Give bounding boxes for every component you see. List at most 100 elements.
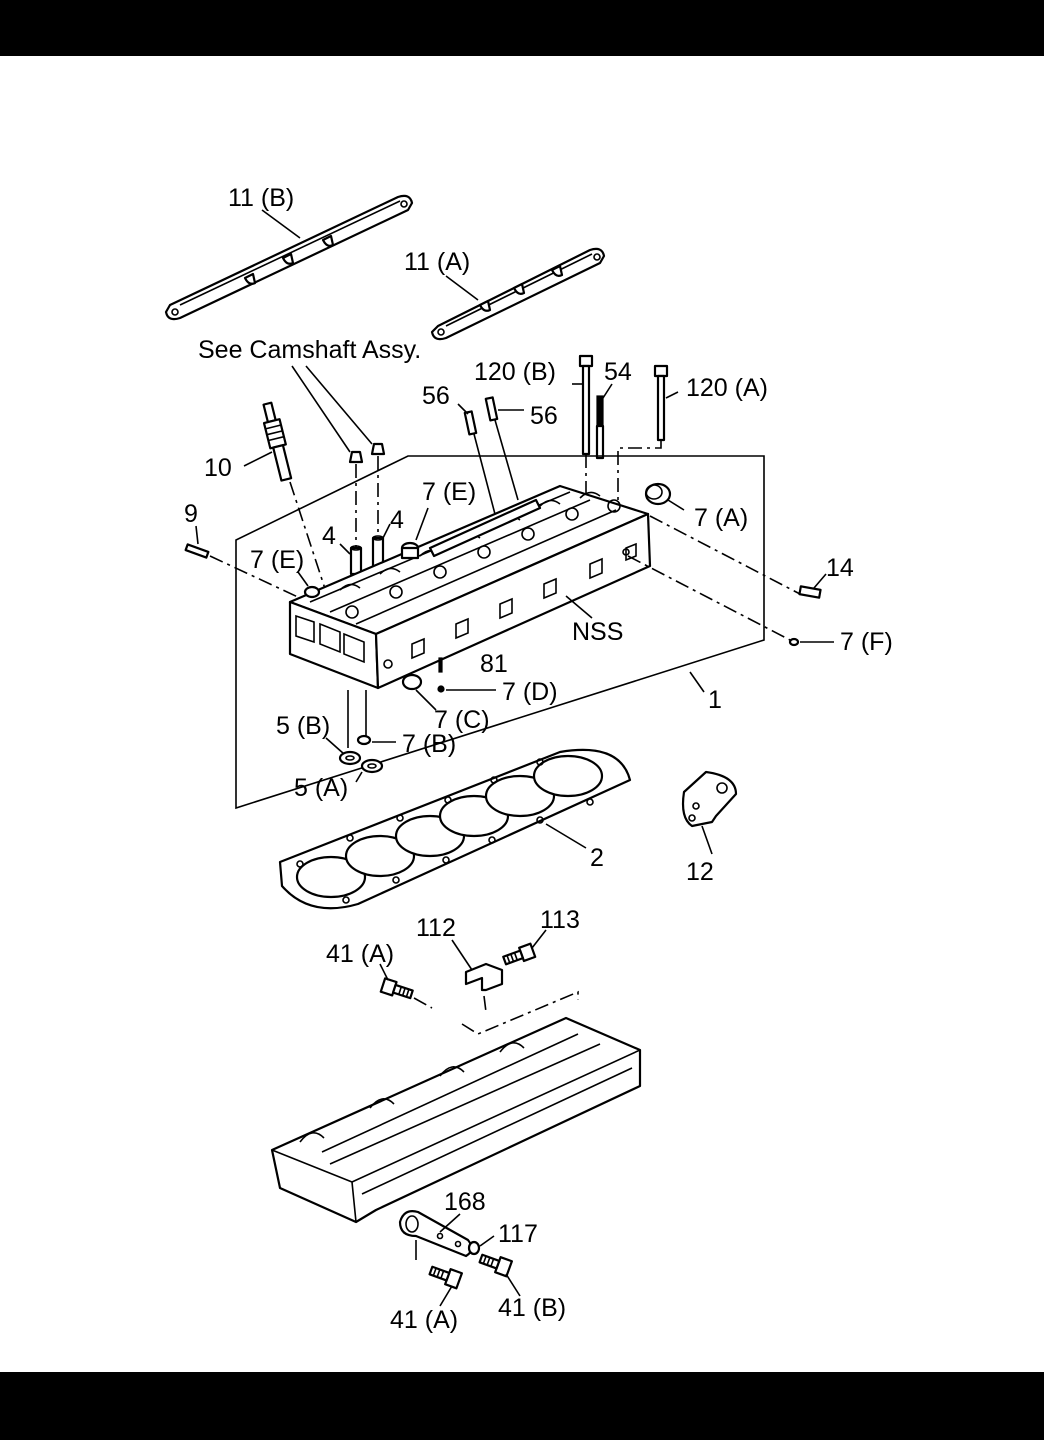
label-56-right: 56 (530, 402, 558, 430)
seal-5a (360, 758, 384, 774)
plug-7e-left (303, 585, 321, 599)
leader-113 (531, 929, 547, 949)
label-7d: 7 (D) (502, 678, 558, 706)
dowel-56-left (463, 410, 478, 436)
leader-117 (479, 1235, 495, 1247)
bolt-41a-bottom (428, 1265, 463, 1290)
assembly-frame-1 (235, 455, 765, 810)
leader-41a-bottom (439, 1285, 453, 1307)
dashline-cover (461, 990, 579, 1035)
leader-camshaft (291, 365, 373, 453)
leader-7a (667, 499, 685, 511)
bolt-120b (578, 354, 594, 456)
leader-4-right (382, 523, 391, 539)
label-112: 112 (416, 914, 456, 942)
label-54: 54 (604, 358, 632, 386)
leader-7c (415, 689, 437, 711)
label-120b: 120 (B) (474, 358, 556, 386)
strip-11a (430, 247, 606, 341)
bolt-120a (653, 364, 669, 442)
leader-7e-top (415, 507, 429, 541)
label-168: 168 (444, 1188, 486, 1216)
dashline-120a (617, 440, 662, 506)
bracket-112 (464, 962, 504, 992)
label-7e-left: 7 (E) (250, 546, 304, 574)
label-7a: 7 (A) (694, 504, 748, 532)
plug-7b (356, 734, 372, 746)
dashline-41a (413, 997, 433, 1009)
leader-56-left (457, 403, 469, 415)
label-7b: 7 (B) (402, 730, 456, 758)
bottom-black-bar (0, 1372, 1044, 1440)
label-see-camshaft: See Camshaft Assy. (198, 336, 421, 364)
label-11a: 11 (A) (404, 248, 470, 276)
dowel-56-lines (473, 419, 519, 519)
head-gasket-2 (278, 748, 632, 910)
label-nss: NSS (572, 618, 623, 646)
dowel-56-right (484, 396, 499, 422)
label-7c: 7 (C) (434, 706, 490, 734)
plug-7e-top (400, 541, 420, 560)
plug-7d (437, 685, 445, 693)
cam-cap-left (348, 450, 364, 464)
leader-12 (701, 825, 713, 855)
cover-lower (270, 1016, 642, 1224)
top-black-bar (0, 0, 1044, 56)
sleeve-4-left (349, 545, 363, 576)
plug-7c (401, 673, 423, 691)
glow-plug-10 (262, 401, 293, 482)
plug-7f (788, 637, 800, 647)
cam-cap-right (370, 442, 386, 456)
label-117: 117 (498, 1220, 538, 1248)
leader-nss (565, 595, 593, 619)
pin-81 (438, 657, 443, 673)
label-113: 113 (540, 906, 580, 934)
washer-117 (467, 1240, 481, 1256)
label-7e-top: 7 (E) (422, 478, 476, 506)
seal-5b (338, 750, 362, 766)
dashline-10 (289, 481, 331, 605)
leader-41b (505, 1273, 521, 1297)
leader-14 (813, 573, 827, 589)
leader-11a (445, 275, 479, 301)
label-9: 9 (184, 500, 198, 528)
label-2: 2 (590, 844, 604, 872)
label-56-left: 56 (422, 382, 450, 410)
bolt-41b (478, 1253, 513, 1278)
cylinder-head-exploded-diagram: 11 (B) 11 (A) See Camshaft Assy. 120 (B)… (164, 184, 893, 1334)
leader-11b (261, 209, 301, 239)
label-7f: 7 (F) (840, 628, 893, 656)
lines-5 (347, 690, 367, 748)
label-1: 1 (708, 686, 722, 714)
plate-12 (681, 770, 738, 828)
label-41a-bottom: 41 (A) (390, 1306, 458, 1334)
label-41b: 41 (B) (498, 1294, 566, 1322)
leader-168 (439, 1213, 461, 1233)
label-5a: 5 (A) (294, 774, 348, 802)
stud-54 (595, 395, 605, 460)
stud-14 (798, 585, 822, 599)
dashline-7f (627, 555, 791, 641)
label-120a: 120 (A) (686, 374, 768, 402)
leader-1 (689, 671, 705, 693)
label-12: 12 (686, 858, 714, 886)
dashline-14 (649, 515, 801, 595)
plug-7a (644, 482, 672, 506)
label-81: 81 (480, 650, 508, 678)
label-10: 10 (204, 454, 232, 482)
dashline-9 (209, 555, 301, 599)
leader-120a (665, 391, 679, 399)
leader-9 (195, 525, 199, 545)
leader-7e-left (297, 571, 309, 587)
pin-9 (184, 543, 210, 559)
leader-112 (451, 939, 473, 971)
leader-5a (355, 771, 363, 783)
leader-2 (545, 823, 587, 849)
leader-54 (602, 383, 613, 399)
bracket-168 (398, 1210, 473, 1258)
leader-4-left (339, 543, 351, 555)
label-5b: 5 (B) (276, 712, 330, 740)
bolt-113 (502, 942, 537, 966)
label-41a-top: 41 (A) (326, 940, 394, 968)
label-4-left: 4 (322, 522, 336, 550)
